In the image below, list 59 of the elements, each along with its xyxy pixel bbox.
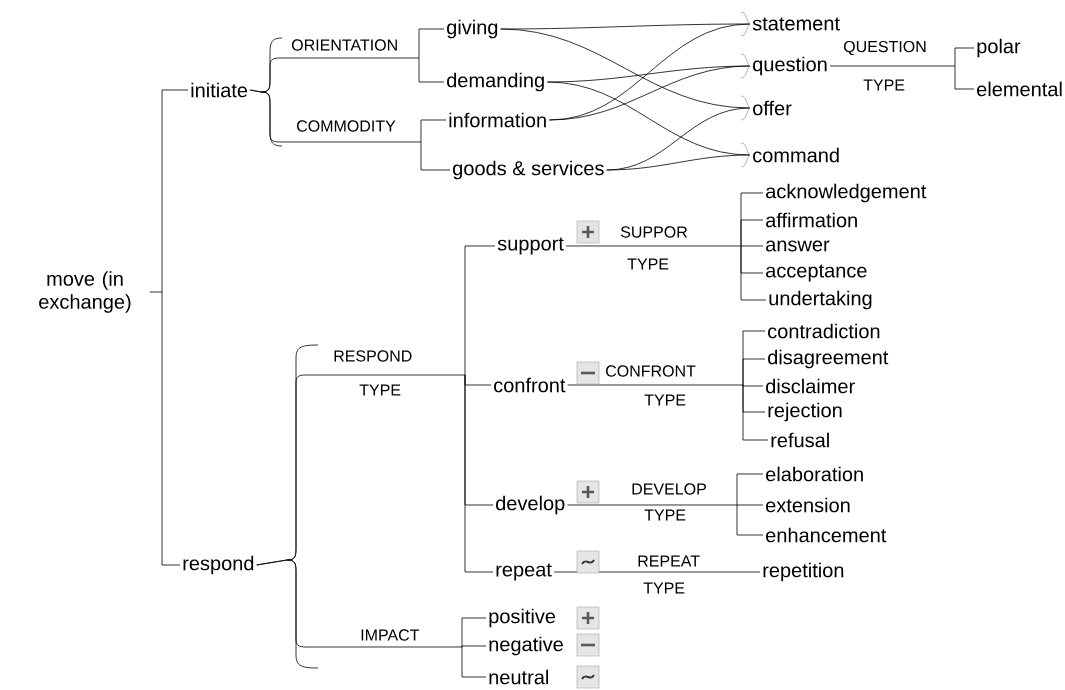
network-line: [256, 559, 487, 678]
feature-term: support: [497, 237, 564, 255]
network-line: [149, 89, 189, 566]
feature-term: negative: [489, 636, 563, 656]
feature-term: goods & services: [453, 160, 604, 180]
system-name: REPEAT: [638, 555, 700, 567]
network-line: [565, 192, 767, 301]
system-name: TYPE: [627, 258, 669, 270]
feature-term: move (in exchange): [39, 271, 131, 313]
feature-term: polar: [977, 38, 1021, 58]
system-name: ORIENTATION: [291, 39, 397, 51]
feature-term: initiate: [191, 82, 248, 98]
network-line: [567, 473, 764, 536]
system-name: IMPACT: [361, 629, 420, 641]
feature-term: affirmation: [766, 212, 857, 228]
feature-term: statement: [752, 17, 840, 31]
feature-term: question: [753, 56, 827, 76]
feature-term: disclaimer: [766, 378, 855, 394]
feature-term: rejection: [768, 402, 842, 422]
feature-term: offer: [753, 100, 792, 116]
feature-term: demanding: [447, 72, 544, 92]
feature-term: extension: [766, 497, 850, 513]
system-name: QUESTION: [843, 40, 926, 56]
feature-term: command: [753, 147, 839, 163]
feature-term: repetition: [763, 562, 844, 582]
feature-term: enhancement: [766, 527, 887, 543]
feature-term: undertaking: [769, 290, 872, 310]
feature-term: confront: [494, 377, 566, 393]
system-name: RESPOND: [334, 350, 412, 362]
feature-term: elaboration: [766, 466, 863, 482]
feature-term: contradiction: [768, 323, 880, 339]
network-line: [829, 47, 975, 90]
system-name: TYPE: [863, 79, 905, 91]
feature-term: develop: [496, 495, 565, 515]
feature-term: answer: [766, 240, 830, 252]
feature-term: positive: [489, 608, 556, 628]
network-line: [606, 154, 751, 171]
feature-term: acknowledgement: [766, 183, 927, 203]
feature-term: repeat: [496, 563, 552, 581]
feature-term: respond: [183, 555, 254, 575]
system-name: TYPE: [644, 509, 686, 521]
network-line: [553, 571, 761, 573]
network-line: [249, 89, 451, 171]
feature-term: refusal: [771, 432, 829, 448]
system-name: SUPPOR: [620, 226, 688, 238]
system-name: TYPE: [643, 582, 685, 594]
network-line: [548, 65, 751, 121]
feature-term: acceptance: [766, 264, 867, 282]
feature-term: information: [449, 112, 546, 128]
feature-term: neutral: [489, 669, 548, 685]
system-name: COMMODITY: [297, 120, 396, 132]
system-name: TYPE: [359, 384, 401, 396]
feature-term: giving: [447, 19, 498, 39]
system-name: TYPE: [644, 394, 686, 406]
network-line: [567, 330, 769, 441]
system-name: CONFRONT: [606, 365, 696, 377]
feature-term: elemental: [977, 81, 1062, 97]
system-name: DEVELOP: [632, 483, 706, 495]
feature-term: disagreement: [768, 349, 889, 369]
